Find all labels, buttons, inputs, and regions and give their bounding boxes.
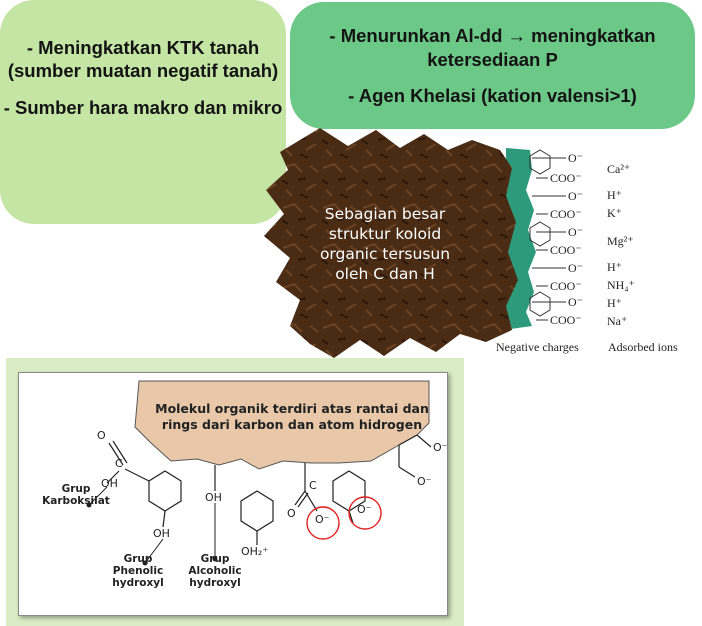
callout-ktk: - Meningkatkan KTK tanah (sumber muatan …: [0, 0, 286, 224]
charge-label: O⁻: [568, 261, 583, 275]
charge-label: COO⁻: [550, 207, 582, 221]
molecule-figure: Molekul organik terdiri atas rantai dan …: [18, 372, 448, 616]
callout-ktk-line1: - Meningkatkan KTK tanah (sumber muatan …: [7, 37, 279, 81]
atom-label: O⁻: [417, 475, 432, 488]
molecule-banner-shape: [134, 380, 430, 470]
atom-label: O⁻: [433, 441, 448, 454]
charge-label: O⁻: [568, 295, 583, 309]
callout-aldd: - Menurunkan Al-dd → meningkatkan keters…: [290, 2, 695, 129]
ion-label: K⁺: [607, 206, 622, 220]
charge-bond-lines: [529, 149, 566, 321]
group-leader-lines: [86, 486, 218, 566]
ion-label: H⁺: [607, 296, 622, 310]
humus-blob: [264, 128, 518, 358]
group-phenolic-label: Grup Phenolic hydroxyl: [112, 553, 164, 589]
atom-label: C: [115, 457, 123, 470]
molecule-description: Molekul organik terdiri atas rantai dan …: [155, 401, 429, 432]
callout-aldd-line2: - Agen Khelasi (kation valensi>1): [348, 85, 637, 106]
atom-label: OH₂⁺: [241, 545, 269, 558]
charge-label: COO⁻: [550, 171, 582, 185]
atom-label: O: [97, 429, 106, 442]
ion-label: NH₄⁺: [607, 278, 635, 292]
ion-label: H⁺: [607, 188, 622, 202]
charge-label: O⁻: [568, 189, 583, 203]
negative-charges-caption: Negative charges: [496, 340, 579, 354]
atom-label: C: [309, 479, 317, 492]
callout-aldd-line1: - Menurunkan Al-dd → meningkatkan keters…: [329, 25, 656, 70]
ion-label: Mg²⁺: [607, 234, 634, 248]
group-alcoholic-label: Grup Alcoholic hydroxyl: [188, 553, 242, 589]
colloid-description: Sebagian besar struktur koloid organic t…: [319, 205, 451, 283]
charge-label: COO⁻: [550, 279, 582, 293]
ion-label: Na⁺: [607, 314, 628, 328]
group-carboxyl-label: Grup Karboksilat: [42, 483, 110, 507]
molecule-panel: Molekul organik terdiri atas rantai dan …: [6, 358, 464, 626]
charge-label: O⁻: [568, 151, 583, 165]
highlight-circle: [348, 496, 382, 530]
atom-label: O⁻: [357, 503, 372, 516]
atom-label: OH: [101, 477, 118, 490]
molecule-structure: [86, 380, 432, 566]
highlight-circle: [306, 506, 340, 540]
atom-label: OH: [153, 527, 170, 540]
adsorbed-ions-caption: Adsorbed ions: [608, 340, 678, 354]
ion-label: Ca²⁺: [607, 162, 631, 176]
charge-label: COO⁻: [550, 313, 582, 327]
ion-label: H⁺: [607, 260, 622, 274]
callout-ktk-line2: - Sumber hara makro dan mikro: [3, 97, 283, 118]
atom-label: OH: [205, 491, 222, 504]
charge-label: O⁻: [568, 225, 583, 239]
atom-label: O: [287, 507, 296, 520]
atom-label: O⁻: [315, 513, 330, 526]
charge-label: COO⁻: [550, 243, 582, 257]
